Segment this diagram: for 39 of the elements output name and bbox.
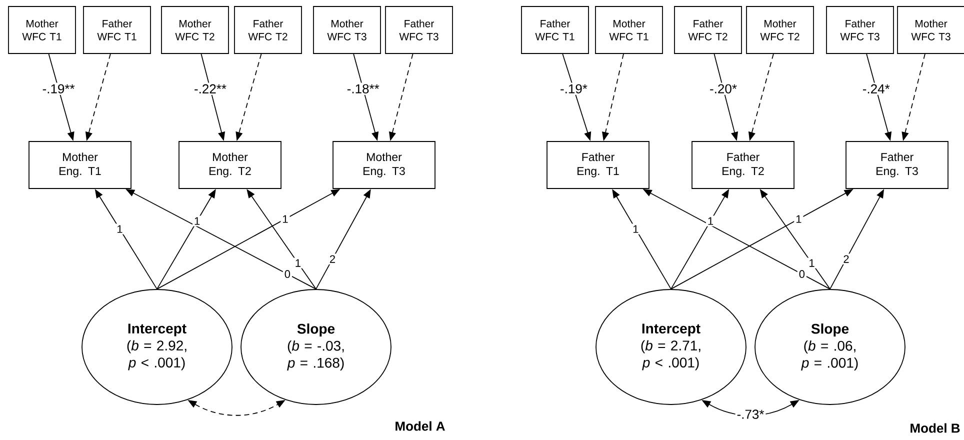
edge-label: 0 bbox=[797, 268, 806, 280]
edge-label: 0 bbox=[282, 268, 292, 280]
edge-label: 2 bbox=[842, 254, 851, 264]
edge-label: -.22** bbox=[192, 82, 228, 95]
variable-box: Father WFC T2 bbox=[234, 6, 302, 54]
variable-box: Father WFC T1 bbox=[521, 6, 589, 54]
variable-box: Father Eng. T3 bbox=[846, 141, 948, 189]
edge-label: 1 bbox=[115, 224, 124, 234]
edge-label: 1 bbox=[192, 216, 202, 226]
edge-label: -.19** bbox=[40, 82, 76, 95]
variable-box: Mother WFC T2 bbox=[161, 6, 229, 54]
edge-label: 1 bbox=[293, 258, 303, 268]
model-label: Model A bbox=[396, 421, 445, 431]
edge-label: 1 bbox=[807, 258, 816, 268]
variable-box: Father Eng. T2 bbox=[692, 141, 794, 189]
variable-box: Mother Eng. T2 bbox=[178, 141, 282, 189]
edge-label: 1 bbox=[280, 214, 290, 224]
variable-box: Father WFC T3 bbox=[826, 6, 894, 54]
variable-box: Mother Eng. T1 bbox=[28, 141, 132, 189]
edge-label: 1 bbox=[706, 216, 716, 226]
edge-label: 1 bbox=[631, 224, 640, 234]
variable-box: Father WFC T2 bbox=[674, 6, 742, 54]
edge-label: 1 bbox=[794, 214, 804, 224]
variable-box: Father WFC T3 bbox=[385, 6, 453, 54]
edge-label: -.20* bbox=[708, 82, 738, 95]
edge-label: -.24* bbox=[860, 82, 892, 95]
variable-box: Mother WFC T1 bbox=[8, 6, 76, 54]
variable-box: Father WFC T1 bbox=[83, 6, 151, 54]
edge-label: -.73* bbox=[735, 408, 766, 420]
model-label: Model B bbox=[910, 423, 960, 433]
edge-label: 2 bbox=[328, 254, 338, 264]
edge-label: -.18** bbox=[345, 82, 381, 95]
variable-box: Mother WFC T1 bbox=[595, 6, 663, 54]
variable-box: Father Eng. T1 bbox=[546, 141, 650, 189]
variable-box: Mother WFC T3 bbox=[313, 6, 381, 54]
variable-box: Mother Eng. T3 bbox=[332, 141, 436, 189]
variable-box: Mother WFC T3 bbox=[897, 6, 964, 54]
edge-label: -.19* bbox=[558, 82, 589, 95]
variable-box: Mother WFC T2 bbox=[746, 6, 814, 54]
